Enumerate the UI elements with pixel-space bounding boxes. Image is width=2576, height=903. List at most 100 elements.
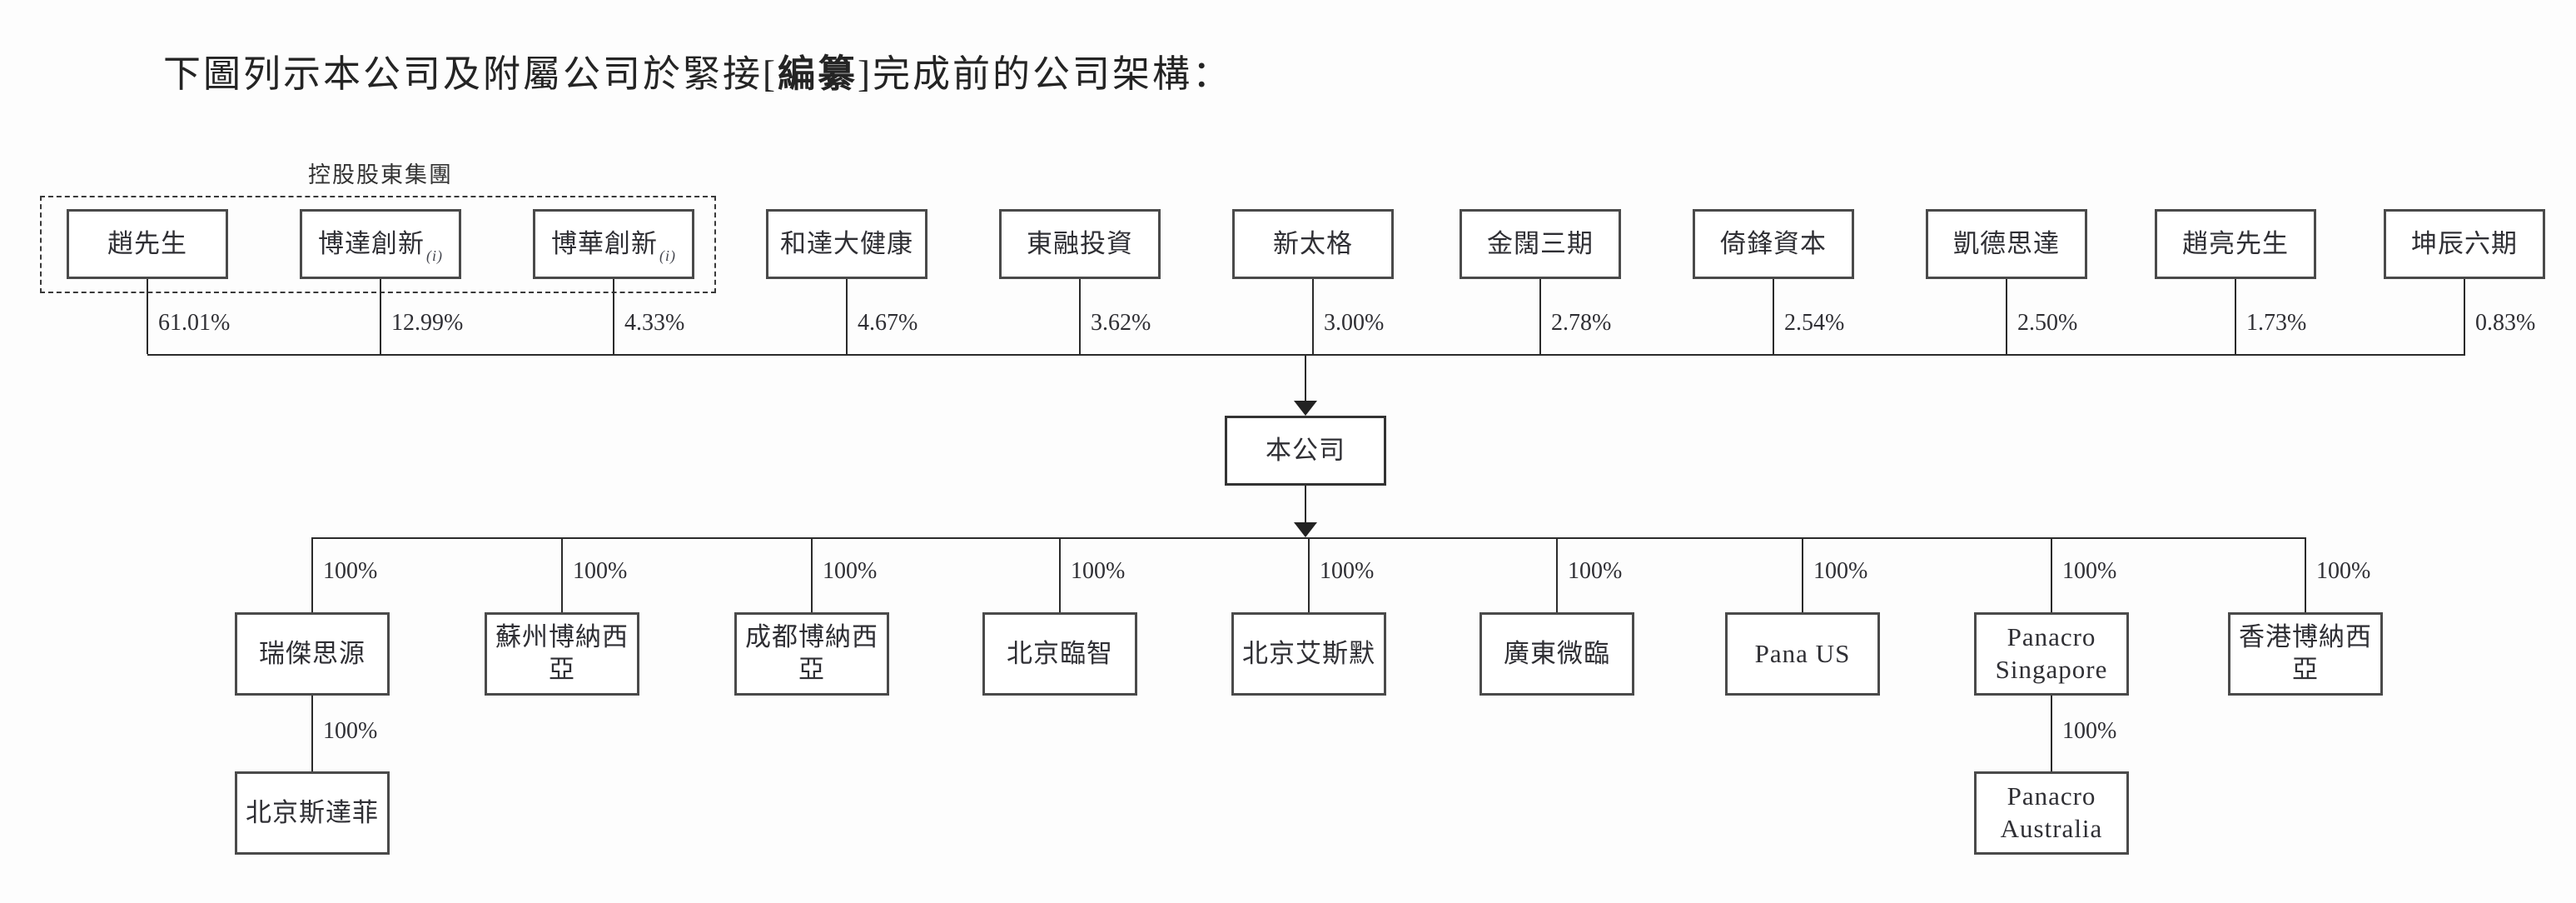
shareholder-name: 東融投資 [1027, 228, 1133, 258]
subsidiary-name: 北京艾斯默 [1242, 638, 1375, 668]
connector-line [561, 537, 563, 612]
ownership-percent: 100% [1568, 558, 1623, 584]
connector-line [1556, 537, 1558, 612]
shareholder-box: 博達創新(i) [300, 209, 461, 279]
connector-line [2051, 537, 2052, 612]
connector-line [613, 279, 614, 354]
ownership-percent: 2.54% [1784, 310, 1845, 336]
connector-line [311, 537, 313, 612]
shareholder-name: 坤辰六期 [2411, 228, 2518, 258]
shareholder-box: 趙亮先生 [2155, 209, 2316, 279]
sub-subsidiary-name: Panacro Australia [2000, 781, 2103, 843]
ownership-percent: 0.83% [2475, 310, 2536, 336]
title-suffix: ]完成前的公司架構： [858, 53, 1233, 95]
shareholder-box: 倚鋒資本 [1693, 209, 1854, 279]
shareholder-box: 坤辰六期 [2384, 209, 2545, 279]
shareholder-name: 金闊三期 [1487, 228, 1594, 258]
connector-line [2464, 279, 2465, 354]
ownership-percent: 100% [2062, 558, 2117, 584]
ownership-percent: 100% [323, 558, 378, 584]
ownership-percent: 100% [573, 558, 628, 584]
company-box: 本公司 [1225, 416, 1386, 486]
ownership-percent: 61.01% [158, 310, 231, 336]
shareholder-name: 倚鋒資本 [1720, 228, 1827, 258]
subsidiary-box: 香港博納西亞 [2228, 612, 2383, 696]
subsidiary-box: Panacro Singapore [1974, 612, 2129, 696]
ownership-percent: 100% [2062, 718, 2117, 744]
shareholder-name: 趙亮先生 [2182, 228, 2289, 258]
connector-line [147, 279, 148, 354]
shareholder-box: 博華創新(i) [533, 209, 694, 279]
down-arrow-icon [1294, 401, 1317, 416]
ownership-percent: 100% [823, 558, 878, 584]
connector-line [1059, 537, 1061, 612]
down-arrow-icon [1294, 522, 1317, 537]
controlling-group-label: 控股股東集團 [308, 162, 453, 187]
page-title: 下圖列示本公司及附屬公司於緊接[編纂]完成前的公司架構： [163, 43, 1232, 97]
controlling-group-outline [40, 196, 716, 293]
connector-line [1305, 354, 1306, 402]
subsidiary-box: 成都博納西亞 [734, 612, 889, 696]
shareholder-name: 新太格 [1273, 228, 1353, 258]
ownership-percent: 100% [1071, 558, 1126, 584]
footnote-marker: (i) [659, 247, 676, 264]
ownership-percent: 1.73% [2246, 310, 2307, 336]
ownership-percent: 3.62% [1091, 310, 1151, 336]
ownership-percent: 2.50% [2017, 310, 2078, 336]
ownership-percent: 4.67% [858, 310, 918, 336]
connector-line [1308, 537, 1310, 612]
shareholder-box: 凱德思達 [1926, 209, 2087, 279]
sub-subsidiary-name: 北京斯達菲 [246, 797, 379, 827]
shareholder-box: 東融投資 [999, 209, 1161, 279]
shareholder-box: 和達大健康 [766, 209, 927, 279]
connector-line [1079, 279, 1081, 354]
shareholder-box: 金闊三期 [1460, 209, 1621, 279]
subsidiary-name: 廣東微臨 [1504, 638, 1610, 668]
subsidiary-name: 蘇州博納西亞 [495, 622, 629, 684]
ownership-percent: 100% [1320, 558, 1375, 584]
title-prefix: 下圖列示本公司及附屬公司於緊接[ [163, 53, 778, 95]
shareholder-box: 趙先生 [67, 209, 228, 279]
ownership-percent: 100% [2316, 558, 2371, 584]
subsidiary-box: Pana US [1725, 612, 1880, 696]
shareholder-name: 凱德思達 [1953, 228, 2060, 258]
connector-line [1305, 486, 1306, 524]
subsidiary-name: 香港博納西亞 [2239, 622, 2372, 684]
footnote-marker: (i) [426, 247, 443, 264]
connector-line [2051, 696, 2052, 771]
shareholder-name: 博華創新 [551, 228, 658, 258]
connector-line [1802, 537, 1803, 612]
connector-line [2235, 279, 2236, 354]
ownership-percent: 4.33% [624, 310, 685, 336]
connector-line [311, 696, 313, 771]
ownership-percent: 3.00% [1324, 310, 1385, 336]
connector-line [1773, 279, 1774, 354]
subsidiary-box: 北京臨智 [982, 612, 1137, 696]
subsidiary-name: Panacro Singapore [1995, 622, 2108, 684]
connector-line [2006, 279, 2007, 354]
connector-line [846, 279, 848, 354]
subsidiary-name: 北京臨智 [1007, 638, 1113, 668]
connector-line [811, 537, 813, 612]
ownership-percent: 100% [323, 718, 378, 744]
title-redacted-term: 編纂 [778, 53, 858, 95]
shareholder-box: 新太格 [1232, 209, 1394, 279]
connector-line [380, 279, 381, 354]
company-name: 本公司 [1266, 435, 1345, 465]
ownership-percent: 12.99% [391, 310, 464, 336]
ownership-bus-line-top [147, 354, 2465, 356]
sub-subsidiary-box: 北京斯達菲 [235, 771, 390, 855]
ownership-percent: 2.78% [1551, 310, 1612, 336]
shareholder-name: 和達大健康 [780, 228, 913, 258]
subsidiary-name: Pana US [1754, 638, 1851, 668]
connector-line [1312, 279, 1314, 354]
shareholder-name: 趙先生 [107, 228, 187, 258]
subsidiary-box: 瑞傑思源 [235, 612, 390, 696]
connector-line [2305, 537, 2306, 612]
sub-subsidiary-box: Panacro Australia [1974, 771, 2129, 855]
connector-line [1539, 279, 1541, 354]
subsidiary-name: 瑞傑思源 [259, 638, 366, 668]
subsidiary-box: 蘇州博納西亞 [485, 612, 639, 696]
ownership-percent: 100% [1813, 558, 1868, 584]
